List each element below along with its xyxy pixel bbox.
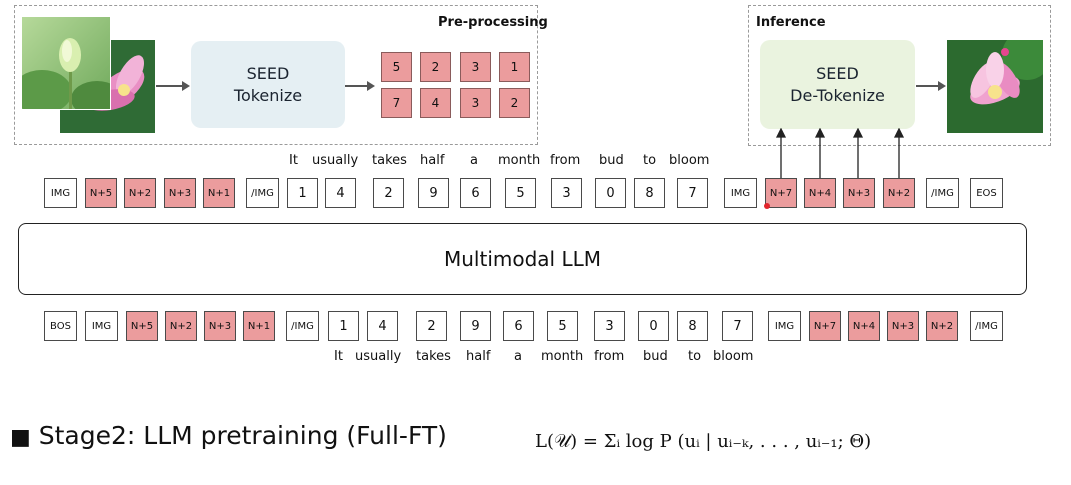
text-token: 7 <box>722 311 753 341</box>
token-img-end: /IMG <box>246 178 279 208</box>
text-token: 7 <box>677 178 708 208</box>
code-cell: 3 <box>460 52 491 82</box>
image-token: N+1 <box>203 178 235 208</box>
output-lotus-image <box>947 40 1043 133</box>
text-token: 1 <box>287 178 318 208</box>
preprocessing-title: Pre-processing <box>438 15 548 30</box>
image-token: N+1 <box>243 311 275 341</box>
caption-word: bud <box>599 153 624 168</box>
input-lotus-bud-image <box>21 16 111 110</box>
token-img-end: /IMG <box>286 311 319 341</box>
text-token: 3 <box>551 178 582 208</box>
arrow-to-output-image <box>916 81 946 91</box>
text-token: 6 <box>460 178 491 208</box>
caption-word: usually <box>355 349 402 364</box>
caption-word: half <box>420 153 445 168</box>
bullet-square-icon: ■ <box>10 425 31 450</box>
image-token: N+3 <box>843 178 875 208</box>
text-token: 0 <box>638 311 669 341</box>
caption-word: from <box>550 153 581 168</box>
code-cell: 2 <box>499 88 530 118</box>
image-token: N+3 <box>887 311 919 341</box>
caption-word: to <box>688 349 702 364</box>
code-cell: 5 <box>381 52 412 82</box>
seed-tokenizer-box: SEED Tokenize <box>191 41 345 128</box>
caption-word: It <box>289 153 298 168</box>
code-cell: 4 <box>420 88 451 118</box>
caption-word: month <box>541 349 584 364</box>
text-token: 1 <box>328 311 359 341</box>
arrow-to-codes <box>345 81 375 91</box>
image-token: N+2 <box>926 311 958 341</box>
loss-formula: L(𝒰) = Σᵢ log P (uᵢ | uᵢ₋ₖ, . . . , uᵢ₋₁… <box>535 431 872 452</box>
code-cell: 7 <box>381 88 412 118</box>
code-cell: 3 <box>460 88 491 118</box>
token-img-end: /IMG <box>926 178 959 208</box>
image-token: N+7 <box>765 178 797 208</box>
image-token: N+2 <box>165 311 197 341</box>
text-token: 0 <box>595 178 626 208</box>
image-token: N+5 <box>85 178 117 208</box>
token-img-start: IMG <box>724 178 757 208</box>
caption-word: from <box>594 349 625 364</box>
text-token: 4 <box>367 311 398 341</box>
image-token: N+4 <box>804 178 836 208</box>
tokenizer-label-line2: Tokenize <box>233 85 303 105</box>
caption-word: bud <box>643 349 668 364</box>
caption-word: half <box>466 349 491 364</box>
image-token: N+2 <box>883 178 915 208</box>
image-token: N+7 <box>809 311 841 341</box>
cursor-dot <box>764 203 770 209</box>
caption-word: usually <box>312 153 359 168</box>
caption-word: month <box>498 153 541 168</box>
caption-word: bloom <box>669 153 710 168</box>
caption-word: bloom <box>713 349 754 364</box>
text-token: 2 <box>416 311 447 341</box>
stage-heading: ■ Stage2: LLM pretraining (Full-FT) <box>10 421 447 450</box>
tokenizer-label-line1: SEED <box>246 63 290 83</box>
caption-word: It <box>334 349 343 364</box>
detokenizer-label-line2: De-Tokenize <box>790 85 885 105</box>
code-cell: 1 <box>499 52 530 82</box>
inference-title: Inference <box>756 15 826 30</box>
arrow-to-tokenizer <box>156 81 190 91</box>
preprocessing-region <box>14 5 538 145</box>
text-token: 2 <box>373 178 404 208</box>
text-token: 8 <box>634 178 665 208</box>
text-token: 5 <box>547 311 578 341</box>
code-cell: 2 <box>420 52 451 82</box>
llm-label: Multimodal LLM <box>443 247 601 271</box>
text-token: 9 <box>418 178 449 208</box>
image-token: N+4 <box>848 311 880 341</box>
multimodal-llm-box: Multimodal LLM <box>18 223 1027 295</box>
caption-word: a <box>514 349 522 364</box>
detokenizer-label-line1: SEED <box>816 63 859 83</box>
image-token: N+3 <box>204 311 236 341</box>
text-token: 5 <box>505 178 536 208</box>
caption-word: a <box>470 153 478 168</box>
token-img-start: IMG <box>85 311 118 341</box>
caption-word: takes <box>372 153 407 168</box>
text-token: 6 <box>503 311 534 341</box>
text-token: 9 <box>460 311 491 341</box>
image-token: N+5 <box>126 311 158 341</box>
caption-word: to <box>643 153 657 168</box>
caption-word: takes <box>416 349 451 364</box>
text-token: 3 <box>594 311 625 341</box>
image-token: N+2 <box>124 178 156 208</box>
arrows-to-detokenizer <box>775 128 905 178</box>
token-bos: BOS <box>44 311 77 341</box>
token-img-start: IMG <box>44 178 77 208</box>
image-token: N+3 <box>164 178 196 208</box>
seed-detokenizer-box: SEED De-Tokenize <box>760 40 915 129</box>
text-token: 4 <box>325 178 356 208</box>
text-token: 8 <box>677 311 708 341</box>
token-img-end: /IMG <box>970 311 1003 341</box>
stage-title: Stage2: LLM pretraining (Full-FT) <box>38 421 447 450</box>
token-eos: EOS <box>970 178 1003 208</box>
token-img-start: IMG <box>768 311 801 341</box>
